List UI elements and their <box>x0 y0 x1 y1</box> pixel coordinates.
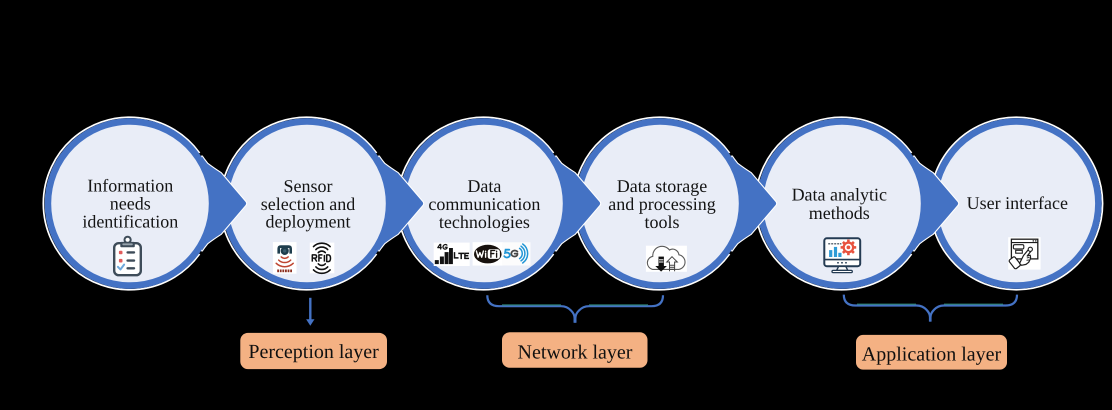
svg-text:Information: Information <box>87 176 173 196</box>
svg-text:Data analytic: Data analytic <box>792 184 887 204</box>
svg-text:selection and: selection and <box>261 194 355 214</box>
svg-text:needs: needs <box>110 194 151 214</box>
svg-text:identification: identification <box>82 212 178 232</box>
svg-text:Network layer: Network layer <box>518 341 633 363</box>
svg-text:Sensor: Sensor <box>284 176 333 196</box>
svg-text:and processing: and processing <box>608 194 715 214</box>
svg-text:methods: methods <box>809 203 870 223</box>
svg-text:communication: communication <box>428 194 540 214</box>
svg-text:Perception layer: Perception layer <box>248 341 379 363</box>
svg-text:Application layer: Application layer <box>862 344 1002 366</box>
svg-text:Data: Data <box>467 176 501 196</box>
svg-text:User interface: User interface <box>967 193 1068 213</box>
svg-text:technologies: technologies <box>439 212 530 232</box>
svg-text:deployment: deployment <box>266 212 351 232</box>
svg-text:Data storage: Data storage <box>617 176 707 196</box>
svg-text:tools: tools <box>644 212 679 232</box>
